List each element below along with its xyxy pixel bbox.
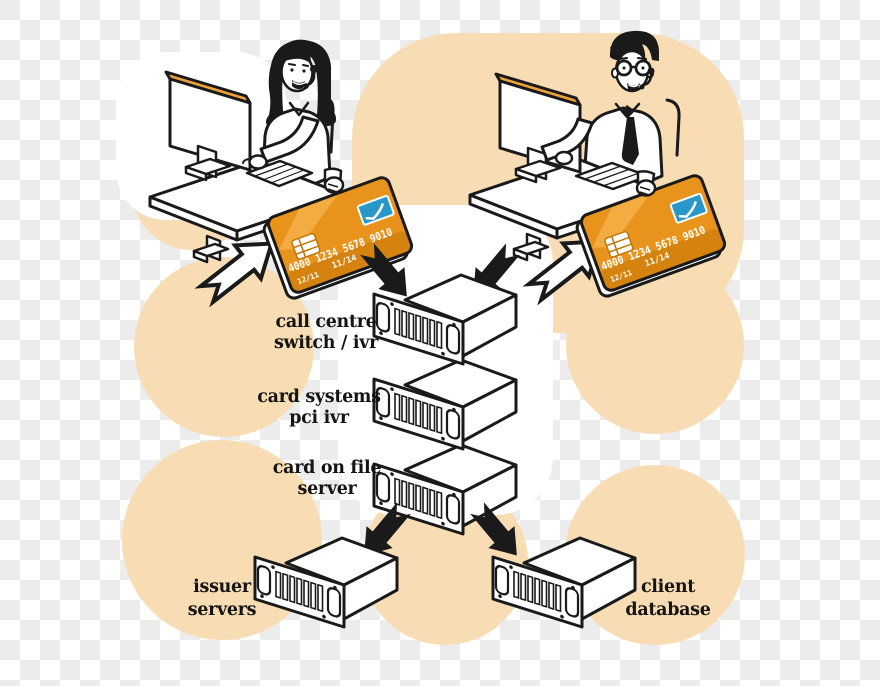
card-chip-icon (604, 230, 634, 258)
woman-monitor (164, 70, 252, 182)
credit-card-left: 4000 1234 5678 9010 12/11 11/14 (262, 176, 414, 300)
chair-back (665, 98, 681, 157)
man-card-hand (635, 170, 657, 197)
label-client-database: client (641, 577, 695, 597)
headset-icon (610, 39, 652, 50)
man-tie (621, 105, 635, 118)
headset-mic (303, 83, 309, 89)
svg-text:database: database (625, 600, 710, 620)
woman-agent-scene (148, 39, 347, 264)
man-agent-scene (468, 30, 681, 262)
svg-text:server: server (298, 479, 358, 499)
woman-card-hand (323, 167, 345, 194)
label-issuer-servers: issuer (193, 577, 252, 597)
woman-collar (288, 101, 310, 117)
background-circle-left-mid (134, 257, 314, 437)
svg-text:servers: servers (188, 600, 257, 620)
svg-text:pci ivr: pci ivr (289, 408, 350, 428)
headset-icon (279, 39, 316, 53)
card-brand-icon (669, 192, 708, 224)
svg-text:switch / ivr: switch / ivr (274, 333, 379, 353)
diagram-labels: call centre switch / ivr card systems pc… (188, 312, 711, 620)
label-call-centre-switch: call centre (275, 312, 376, 332)
woman-fringe (282, 48, 311, 63)
man-typing-arm (540, 117, 594, 166)
label-card-systems: card systems (257, 387, 381, 407)
background-circle-right-mid (566, 256, 744, 434)
woman-typing-arm (242, 115, 320, 170)
label-card-on-file: card on file (273, 458, 382, 478)
credit-card-right: 4000 1234 5678 9010 12/11 11/14 (575, 174, 727, 298)
headset-mic (639, 84, 645, 90)
card-brand-icon (356, 194, 395, 226)
card-chip-icon (291, 232, 321, 260)
